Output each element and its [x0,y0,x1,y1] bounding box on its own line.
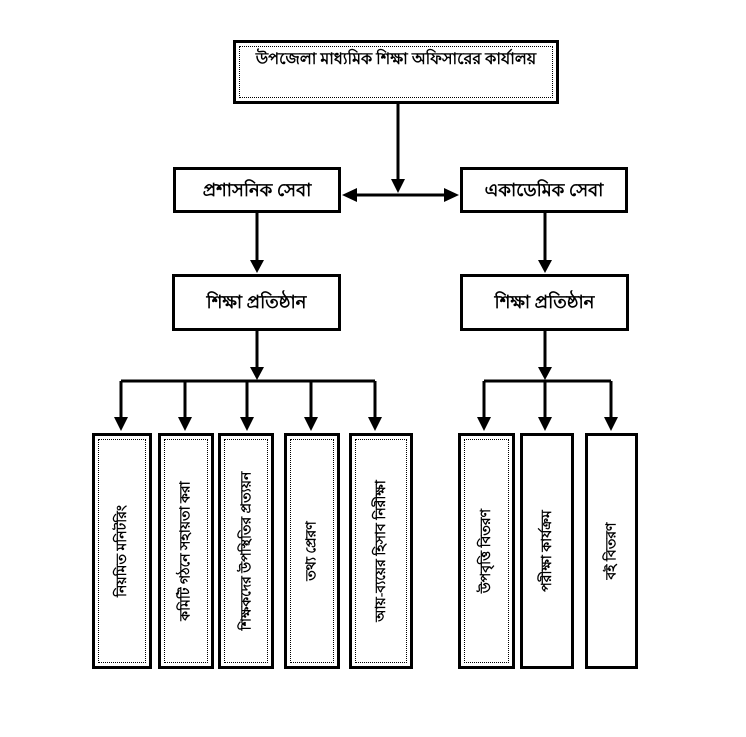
task-information-sending-label: তথ্য প্রেরণ [305,521,320,581]
task-information-sending: তথ্য প্রেরণ [284,433,340,669]
institution-left-label: শিক্ষা প্রতিষ্ঠান [206,292,307,313]
task-book-distribution-label: বই বিতরণ [604,522,620,580]
task-committee-formation-support-label: কমিটি গঠনে সহায়তা করা [179,481,195,621]
task-exam-activities: পরীক্ষা কার্যক্রম [520,433,574,669]
task-committee-formation-support: কমিটি গঠনে সহায়তা করা [158,433,214,669]
task-income-expenditure-audit: আয়-ব্যয়ের হিসাব নিরীক্ষা [349,433,413,669]
academic-service-box: একাডেমিক সেবা [460,167,628,213]
institution-right-box: শিক্ষা প্রতিষ্ঠান [460,274,629,331]
task-exam-activities-label: পরীক্ষা কার্যক্রম [540,510,556,592]
institution-right-label: শিক্ষা প্রতিষ্ঠান [494,292,595,313]
admin-service-box: প্রশাসনিক সেবা [173,167,341,213]
root-office-label: উপজেলা মাধ্যমিক শিক্ষা অফিসারের কার্যালয… [255,51,537,68]
academic-service-label: একাডেমিক সেবা [484,179,604,200]
task-book-distribution: বই বিতরণ [585,433,638,669]
task-stipend-distribution-label: উপবৃত্তি বিতরণ [479,508,495,594]
root-office-box: উপজেলা মাধ্যমিক শিক্ষা অফিসারের কার্যালয… [233,40,559,104]
task-regular-monitoring: নিয়মিত মনিটরিং [92,433,152,669]
admin-service-label: প্রশাসনিক সেবা [202,179,312,200]
task-teacher-attendance-attestation-label: শিক্ষকদের উপস্থিতির প্রত্যয়ন [239,471,254,631]
task-stipend-distribution: উপবৃত্তি বিতরণ [458,433,515,669]
task-income-expenditure-audit-label: আয়-ব্যয়ের হিসাব নিরীক্ষা [374,480,390,622]
task-teacher-attendance-attestation: শিক্ষকদের উপস্থিতির প্রত্যয়ন [218,433,274,669]
task-regular-monitoring-label: নিয়মিত মনিটরিং [115,505,131,597]
institution-left-box: শিক্ষা প্রতিষ্ঠান [172,274,341,331]
